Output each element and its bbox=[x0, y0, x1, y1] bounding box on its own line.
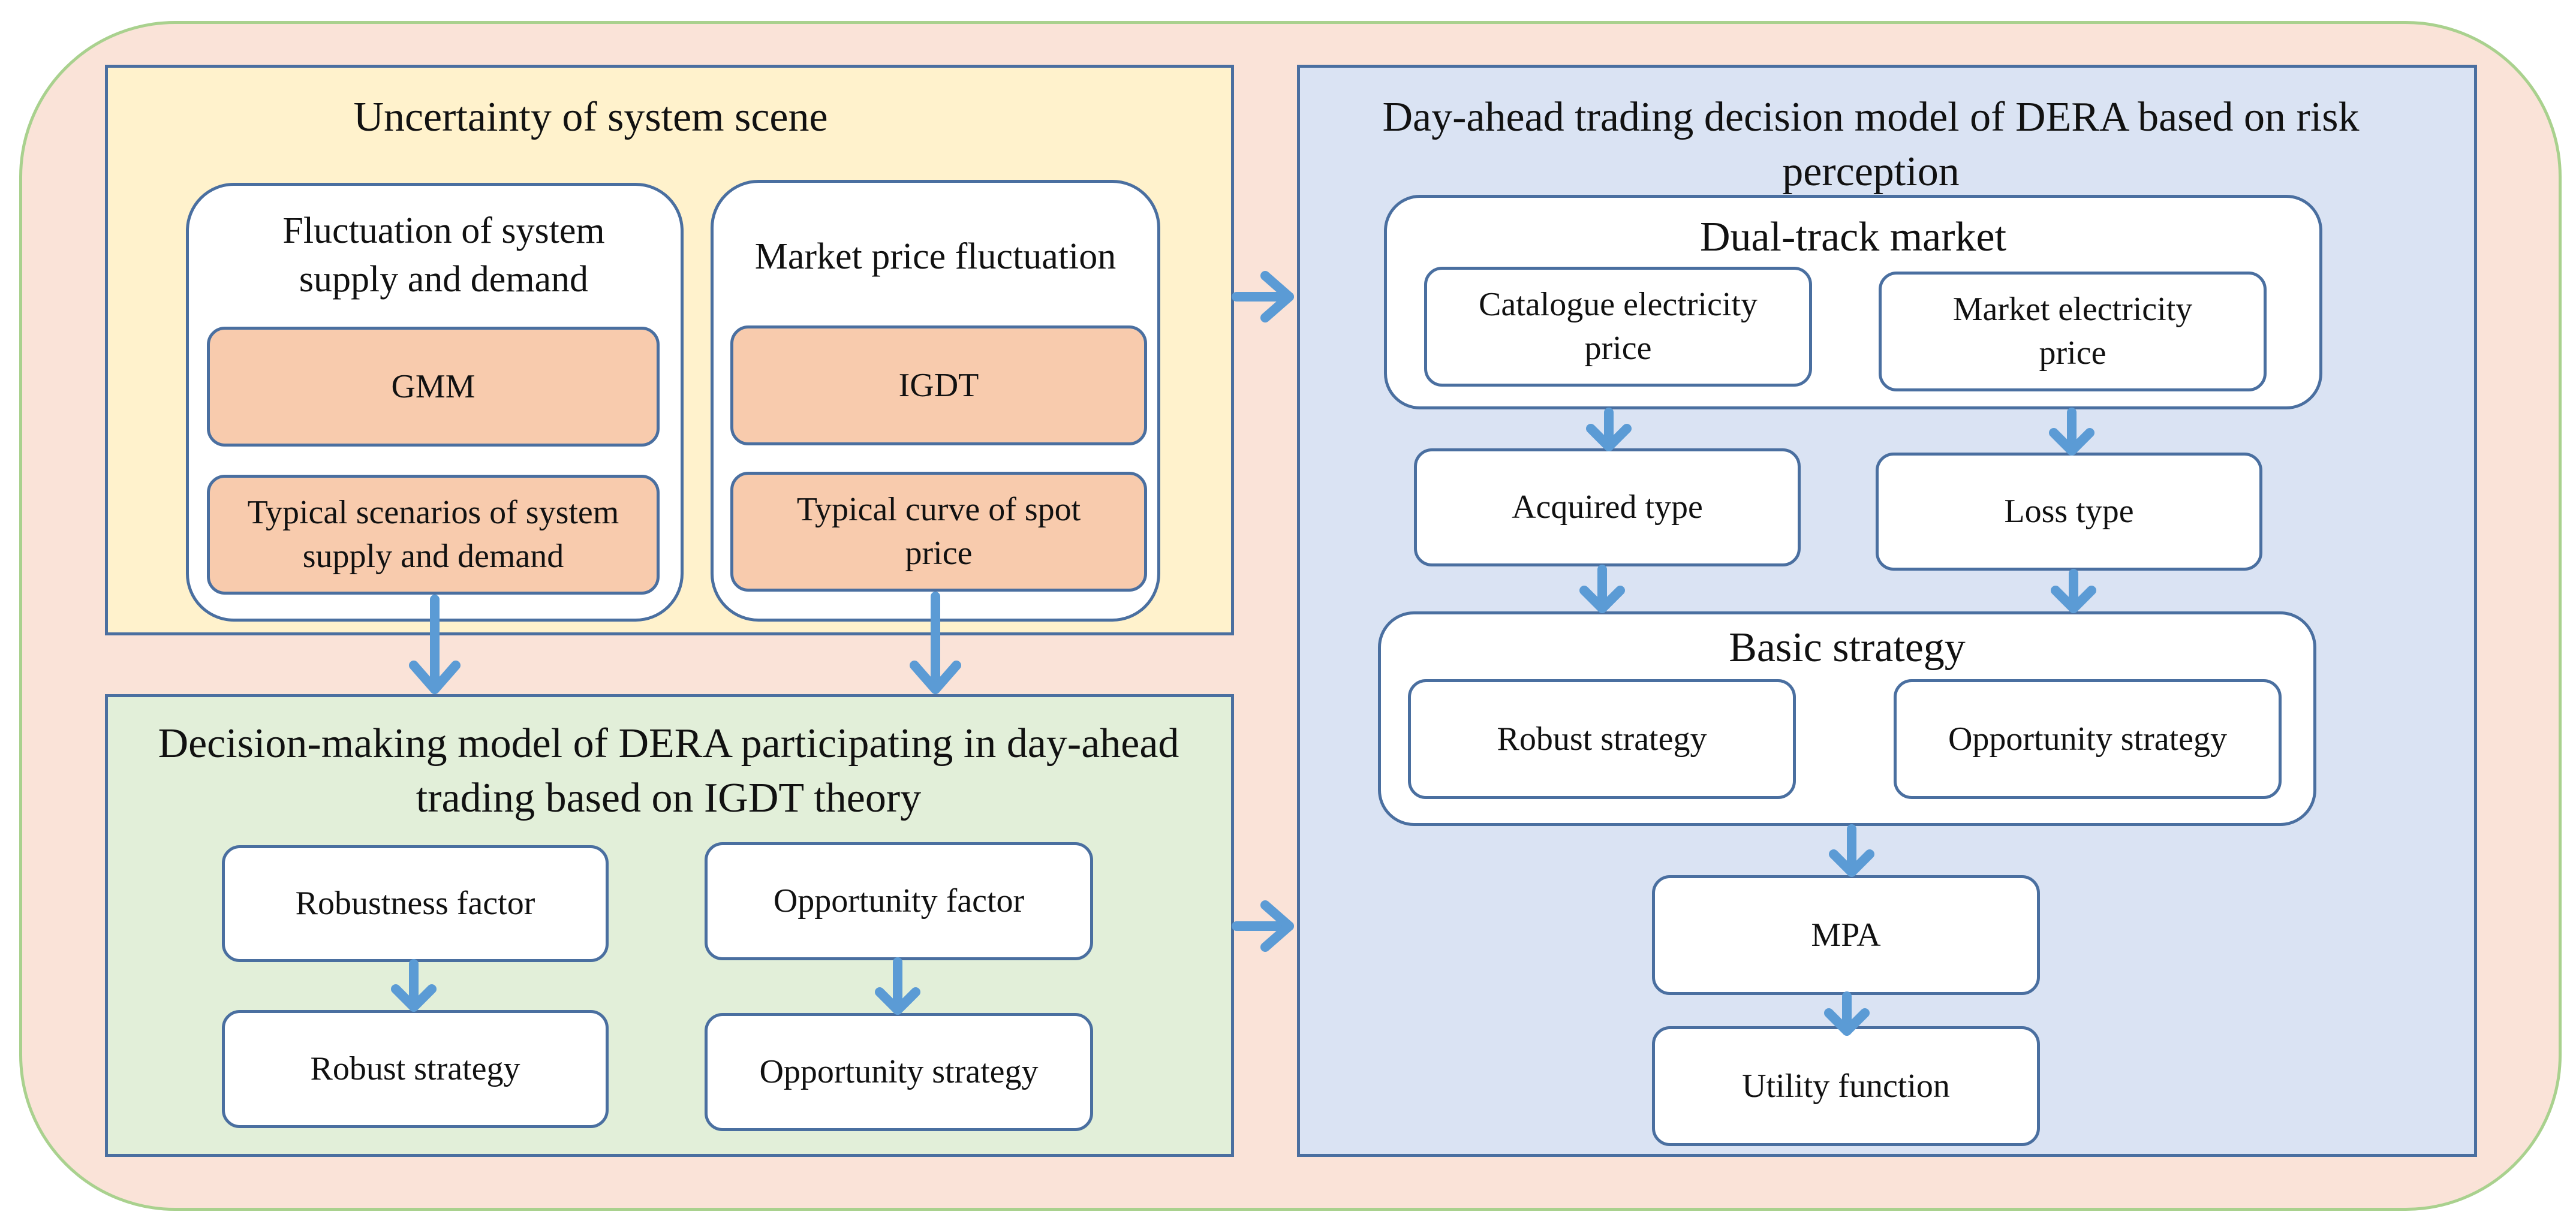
igdt-box: IGDT bbox=[730, 325, 1147, 445]
price-title: Market price fluctuation bbox=[754, 236, 1117, 277]
arrow-catalogue-to-acquired bbox=[1586, 408, 1632, 451]
market-price-box: Market electricity price bbox=[1879, 272, 2267, 391]
opportunity-factor-box: Opportunity factor bbox=[705, 842, 1093, 960]
decision-model-title: Decision-making model of DERA participat… bbox=[158, 720, 1179, 821]
catalogue-price-box: Catalogue electricity price bbox=[1424, 267, 1812, 387]
typical-curve-box: Typical curve of spot price bbox=[730, 472, 1147, 592]
arrow-mpa-to-utility bbox=[1824, 991, 1870, 1036]
arrow-opportunity-factor-to-strategy bbox=[875, 957, 920, 1015]
acquired-type-box: Acquired type bbox=[1414, 448, 1801, 566]
arrow-uncertainty-to-risk bbox=[1232, 271, 1294, 322]
arrow-market-to-loss bbox=[2049, 408, 2094, 456]
risk-model-title: Day-ahead trading decision model of DERA… bbox=[1382, 94, 2360, 195]
arrow-supply-to-decision bbox=[409, 595, 461, 694]
basic-strategy-title: Basic strategy bbox=[1729, 625, 1966, 671]
basic-robust-strategy-box: Robust strategy bbox=[1408, 679, 1796, 799]
robustness-factor-box: Robustness factor bbox=[222, 845, 609, 962]
arrow-decision-to-risk bbox=[1232, 900, 1294, 952]
robust-strategy-box: Robust strategy bbox=[222, 1010, 609, 1128]
arrow-price-to-decision bbox=[910, 592, 961, 694]
uncertainty-title: Uncertainty of system scene bbox=[353, 94, 828, 140]
arrow-robustness-factor-to-strategy bbox=[391, 959, 437, 1012]
gmm-box: GMM bbox=[207, 327, 660, 447]
typical-scenarios-box: Typical scenarios of system supply and d… bbox=[207, 475, 660, 595]
arrow-basic-to-mpa bbox=[1829, 824, 1874, 877]
arrow-loss-to-basic bbox=[2051, 569, 2096, 613]
arrow-acquired-to-basic bbox=[1579, 565, 1625, 613]
basic-opportunity-strategy-box: Opportunity strategy bbox=[1894, 679, 2282, 799]
supply-demand-title: Fluctuation of system supply and demand bbox=[282, 210, 605, 300]
dual-track-title: Dual-track market bbox=[1699, 214, 2007, 260]
opportunity-strategy-box: Opportunity strategy bbox=[705, 1013, 1093, 1131]
